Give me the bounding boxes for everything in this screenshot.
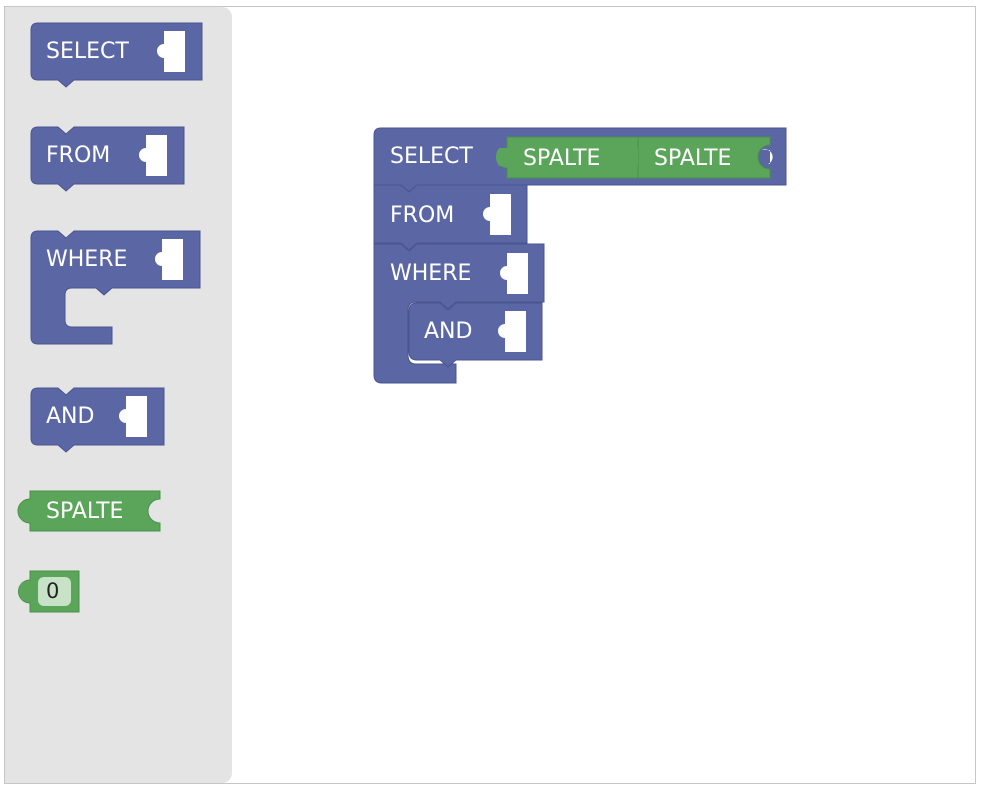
value-input-socket[interactable] (155, 239, 183, 280)
toolbox-spalte-block[interactable]: SPALTE (17, 490, 161, 532)
workspace-from-block[interactable]: FROM (373, 184, 528, 251)
workspace-and-block[interactable]: AND (408, 302, 543, 368)
toolbox-select-block[interactable]: SELECT (30, 22, 203, 88)
block-label: SPALTE (523, 146, 600, 171)
toolbox-where-block[interactable]: WHERE (30, 230, 201, 345)
block-label: WHERE (390, 261, 471, 286)
value-input-socket[interactable] (157, 31, 185, 72)
block-label: FROM (46, 143, 110, 168)
block-label: SELECT (46, 39, 129, 64)
number-field[interactable] (38, 577, 71, 606)
block-label: AND (46, 404, 94, 429)
block-label: WHERE (46, 247, 127, 272)
workspace-where-block[interactable]: WHERE AND (373, 243, 545, 384)
block-label: AND (424, 319, 472, 344)
block-label: SPALTE (46, 499, 123, 524)
toolbox-from-block[interactable]: FROM (30, 126, 185, 192)
workspace-spalte-block-1[interactable]: SPALTE (496, 136, 639, 179)
value-input-socket[interactable] (762, 149, 773, 164)
toolbox-and-block[interactable]: AND (30, 387, 165, 453)
number-value: 0 (46, 579, 59, 603)
block-label: SELECT (390, 144, 473, 169)
value-input-socket[interactable] (483, 194, 511, 235)
value-input-socket[interactable] (139, 135, 167, 176)
block-label: SPALTE (654, 146, 731, 171)
value-input-socket[interactable] (119, 396, 147, 437)
workspace-spalte-block-2[interactable]: SPALTE (629, 136, 773, 179)
value-input-socket[interactable] (498, 311, 526, 352)
value-input-socket[interactable] (500, 253, 528, 294)
workspace-select-block[interactable]: SELECT SPALTE SPALTE (373, 127, 787, 193)
block-label: FROM (390, 203, 454, 228)
toolbox-number-block[interactable]: 0 (18, 570, 80, 613)
